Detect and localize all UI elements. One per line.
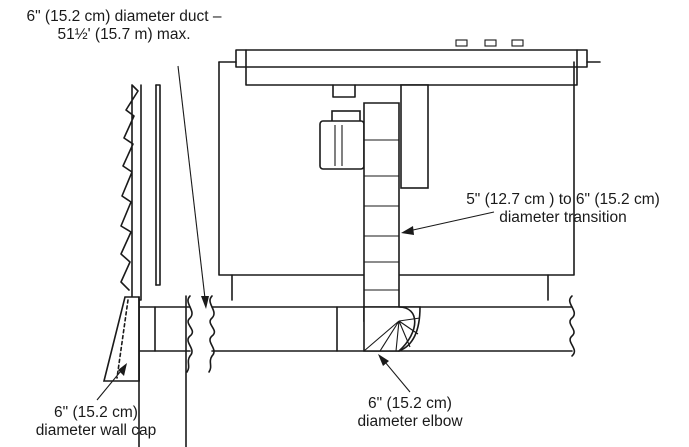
transition-arrowhead [401, 226, 414, 235]
elbow-label: 6" (15.2 cm) diameter elbow [330, 395, 490, 431]
elbow-label-line1: 6" (15.2 cm) [368, 395, 452, 412]
cabinet-base [231, 274, 549, 301]
motor-ribs [334, 125, 343, 166]
wall-cap-label: 6" (15.2 cm) diameter wall cap [6, 404, 186, 440]
transition-label: 5" (12.7 cm ) to 6" (15.2 cm) diameter t… [438, 191, 688, 227]
duct-break-right [568, 295, 576, 357]
wall-stud-edge [155, 84, 161, 286]
console-block [332, 84, 356, 98]
duct-break-left-b [208, 295, 216, 373]
wall-cap-label-line1: 6" (15.2 cm) [54, 404, 138, 421]
wall-section [102, 84, 187, 447]
wall-cap-flap [116, 299, 129, 379]
console-knob-2 [484, 39, 497, 47]
wall-cap-arrowhead [118, 363, 127, 376]
leader-lines [96, 65, 495, 401]
duct-label-line1: 6" (15.2 cm) diameter duct – [26, 8, 222, 25]
vertical-duct [363, 102, 400, 322]
console-knob-1 [455, 39, 468, 47]
horizontal-duct [138, 295, 576, 373]
blower-assembly [319, 84, 429, 322]
duct-leader [177, 65, 207, 308]
transition-label-line2: diameter transition [499, 209, 627, 226]
elbow-label-line2: diameter elbow [357, 413, 463, 430]
transition-label-line1: 5" (12.7 cm ) to 6" (15.2 cm) [466, 191, 660, 208]
duct-label-line2: 51½' (15.7 m) max. [57, 26, 191, 43]
wall-siding [120, 84, 139, 304]
elbow-curve [398, 306, 416, 352]
console-top [235, 49, 588, 68]
wall-inner-face [138, 84, 142, 447]
elbow-arrowhead [378, 354, 389, 366]
transition-leader [403, 211, 495, 233]
duct-break-left-a [186, 295, 194, 373]
duct-arrowhead [201, 296, 209, 309]
duct-label: 6" (15.2 cm) diameter duct – 51½' (15.7 … [4, 8, 244, 44]
wall-cap-label-line2: diameter wall cap [35, 422, 157, 439]
console-knob-3 [511, 39, 524, 47]
blower-housing-rear [400, 84, 429, 189]
elbow-segments [363, 317, 421, 352]
